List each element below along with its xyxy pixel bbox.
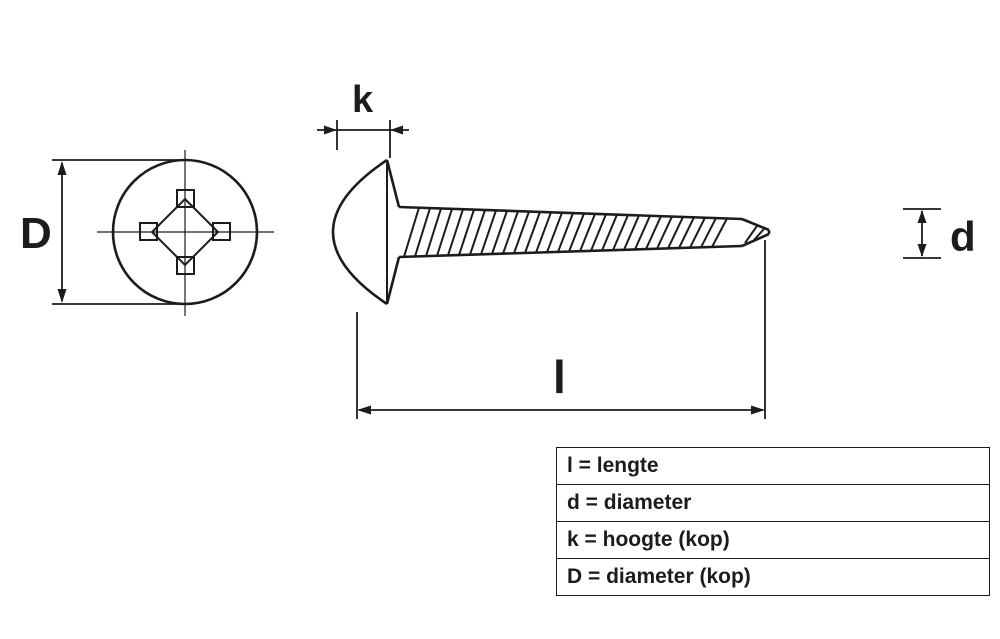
legend-row-diameter: d = diameter [557,484,989,521]
head-dome [331,158,388,306]
head-cone-top [385,159,401,208]
head-cone-bottom [385,256,401,305]
label-d: d [950,213,976,260]
k-arrow-left-icon [390,125,403,135]
tip-top-edge [741,217,770,232]
legend-row-hoogte-kop: k = hoogte (kop) [557,521,989,558]
front-view [97,150,274,316]
d-arrow-up-icon [917,210,927,223]
D-arrow-up-icon [57,161,67,175]
legend-row-diameter-kop: D = diameter (kop) [557,558,989,595]
k-arrow-right-icon [324,125,337,135]
legend-table: l = lengte d = diameter k = hoogte (kop)… [556,447,990,596]
shank-top-edge [398,205,743,221]
l-arrow-right-icon [751,405,765,415]
legend-text-diameter-kop: D = diameter (kop) [567,565,751,588]
legend-text-hoogte-kop: k = hoogte (kop) [567,528,730,551]
thread-hatching [403,207,728,258]
dimension-k: k [317,79,409,158]
label-D: D [20,209,52,258]
shank-bottom-edge [398,244,743,259]
side-view [331,158,771,306]
tip-bottom-edge [741,232,770,248]
phillips-recess-icon [139,189,231,275]
dimension-d: d [903,208,976,260]
legend-text-diameter: d = diameter [567,491,692,514]
tip-thread-1 [744,225,758,244]
tip-thread-2 [753,228,765,241]
label-l: l [553,351,566,403]
d-arrow-down-icon [917,244,927,257]
dimension-l: l [356,240,766,419]
legend-text-lengte: l = lengte [567,454,659,477]
D-arrow-down-icon [57,289,67,303]
dimension-D: D [20,159,190,305]
label-k: k [352,79,374,121]
legend-row-lengte: l = lengte [557,448,989,484]
l-arrow-left-icon [357,405,371,415]
